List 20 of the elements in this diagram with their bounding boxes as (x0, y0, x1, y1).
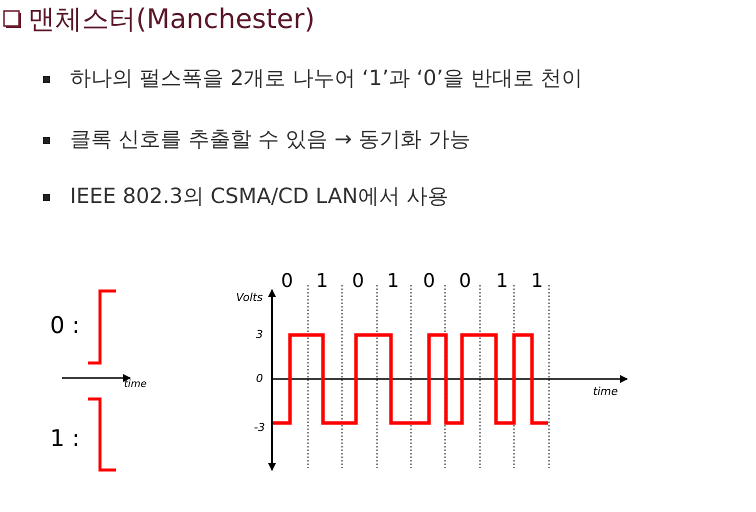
bit-label: 0 (352, 272, 364, 291)
tick-label: 0 (256, 373, 263, 384)
bullet-text: IEEE 802.3의 CSMA/CD LAN에서 사용 (70, 186, 448, 207)
symbol-label: 0 : (50, 315, 80, 338)
axis-label: time (593, 386, 618, 397)
axis-label: Volts (236, 292, 263, 303)
symbol-label: 1 : (50, 428, 80, 451)
bit-label: 0 (422, 272, 436, 291)
bit-label: 0 (280, 272, 294, 291)
bullet-text: 클록 신호를 추출할 수 있음 → 동기화 가능 (70, 129, 470, 150)
bit-label: 1 (530, 272, 544, 291)
bit-label: 1 (386, 272, 400, 291)
tick-label: -3 (254, 422, 265, 433)
tick-label: 3 (256, 329, 263, 340)
bit-label: 1 (496, 272, 508, 291)
axis-label: time (124, 380, 147, 390)
bit-label: 1 (316, 272, 328, 291)
title-heading: 맨체스터(Manchester) (28, 6, 315, 33)
bullet-text: 하나의 펄스폭을 2개로 나누어 ‘1’과 ‘0’을 반대로 천이 (70, 68, 583, 89)
bit-label: 0 (458, 272, 472, 291)
